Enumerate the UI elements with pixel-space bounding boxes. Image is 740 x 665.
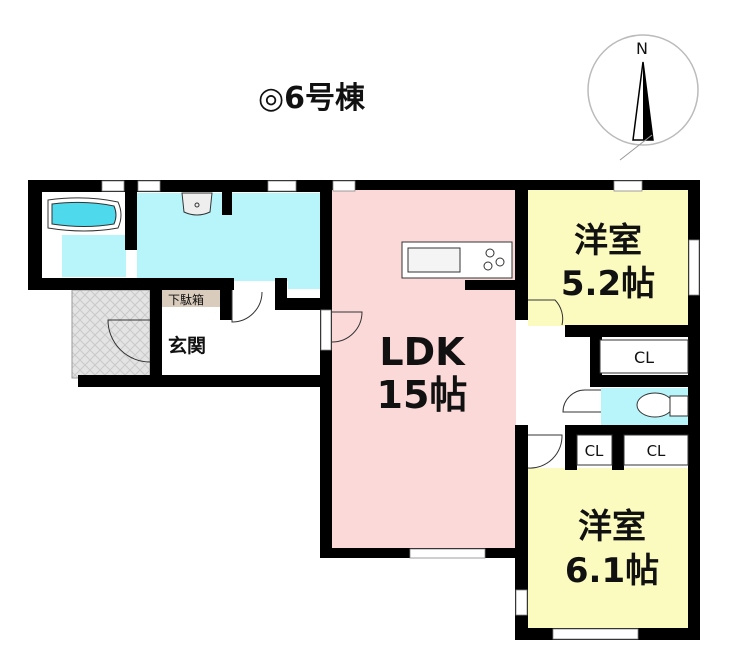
closet-3	[623, 434, 689, 466]
ldk-label: LDK	[379, 330, 466, 374]
bedroom2-floor	[528, 468, 688, 628]
windows	[101, 180, 700, 640]
building-title: ◎6号棟	[258, 81, 366, 116]
shoe-cabinet	[162, 290, 220, 307]
closet-1	[599, 339, 689, 374]
shoe-cabinet-label: 下駄箱	[168, 292, 204, 307]
kitchen-counter-icon	[401, 241, 513, 279]
bathtub-icon	[47, 197, 122, 232]
toilet-icon	[636, 392, 689, 418]
porch-floor	[71, 289, 151, 379]
bedroom2-size: 6.1帖	[565, 551, 659, 591]
bedroom1-floor	[528, 190, 688, 326]
door-swings	[107, 290, 601, 469]
compass-north-label: N	[636, 39, 648, 58]
washbasin-icon	[181, 192, 213, 216]
ldk-size: 15帖	[377, 373, 468, 417]
closet-2	[576, 434, 613, 466]
entrance-label: 玄関	[168, 334, 206, 357]
washroom-step	[288, 281, 320, 289]
bedroom1-label: 洋室	[574, 221, 642, 261]
bedroom2-label: 洋室	[578, 507, 646, 547]
closet-3-label: CL	[647, 442, 666, 460]
bedroom1-size: 5.2帖	[561, 264, 655, 304]
closet-2-label: CL	[585, 442, 604, 460]
north-compass-icon: N	[587, 34, 699, 161]
closet-1-label: CL	[634, 348, 654, 367]
bathroom-wet-area	[62, 235, 126, 277]
